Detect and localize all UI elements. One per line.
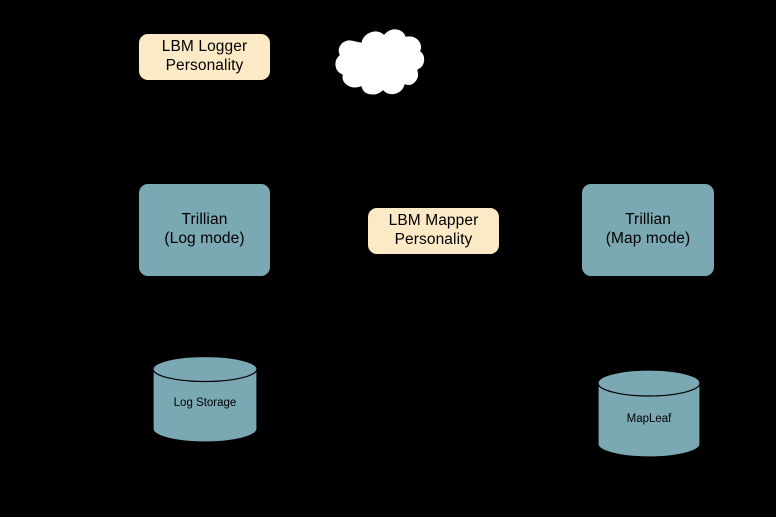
node-label-trillian-log-mode: Trillian (Log mode) <box>164 211 245 247</box>
node-lbm-mapper-personality[interactable]: LBM Mapper Personality <box>367 207 500 255</box>
node-lbm-logger-personality[interactable]: LBM Logger Personality <box>138 33 271 81</box>
node-label-trillian-map-mode: Trillian (Map mode) <box>605 211 691 247</box>
node-mapleaf[interactable]: MapLeaf <box>597 369 701 458</box>
node-label-lbm-logger-personality: LBM Logger Personality <box>161 38 248 74</box>
node-label-lbm-mapper-personality: LBM Mapper Personality <box>388 212 479 248</box>
cloud-icon <box>331 25 427 101</box>
node-trillian-log-mode[interactable]: Trillian (Log mode) <box>138 183 271 277</box>
node-trillian-map-mode[interactable]: Trillian (Map mode) <box>581 183 715 277</box>
node-log-storage[interactable]: Log Storage <box>152 355 258 443</box>
